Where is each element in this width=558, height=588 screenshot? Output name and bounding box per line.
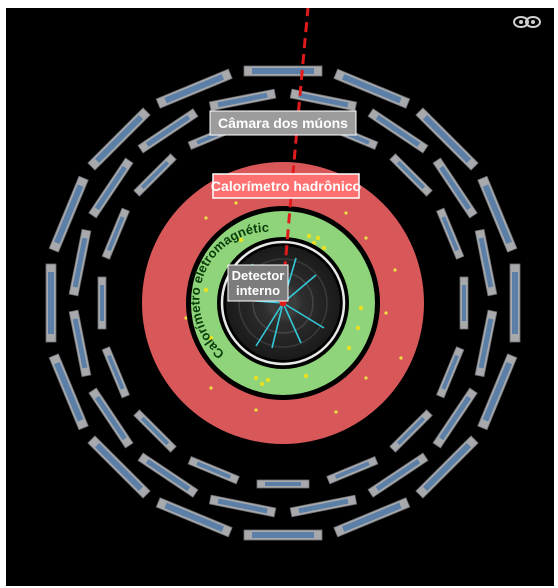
hadronic-calorimeter-label-box bbox=[212, 173, 360, 199]
infinity-eye-icon bbox=[513, 16, 541, 28]
muon-chamber-segment bbox=[474, 309, 498, 378]
energy-deposit-dot bbox=[364, 236, 368, 240]
particle-track bbox=[282, 302, 302, 344]
energy-deposit-dot bbox=[358, 305, 364, 311]
muon-chamber-segment bbox=[243, 529, 323, 541]
muon-chamber-segment bbox=[415, 107, 479, 171]
muon-chamber-segment bbox=[289, 494, 358, 518]
muon-chamber-segment bbox=[367, 108, 429, 154]
muon-chamber-segment bbox=[367, 452, 429, 498]
muon-chamber-label: Câmara dos múons bbox=[218, 115, 348, 131]
energy-deposit-dot bbox=[399, 356, 403, 360]
muon-chamber-segment bbox=[208, 494, 277, 518]
muon-chamber-segment bbox=[436, 346, 465, 399]
muon-chamber-segment bbox=[101, 207, 130, 260]
muon-chamber-segment bbox=[243, 65, 323, 77]
muon-chamber-segment bbox=[87, 107, 151, 171]
muon-chamber-segment bbox=[137, 108, 199, 154]
muon-chamber-label-box bbox=[209, 110, 357, 136]
energy-deposit-dot bbox=[203, 287, 209, 293]
particle-track bbox=[271, 302, 284, 349]
muon-chamber-segment bbox=[459, 276, 469, 330]
muon-chamber-segment bbox=[333, 68, 411, 109]
energy-deposit-dot bbox=[311, 240, 317, 246]
muon-chamber-segment bbox=[133, 153, 177, 197]
muon-chamber-segment bbox=[432, 157, 478, 219]
energy-deposit-dot bbox=[209, 386, 213, 390]
muon-chamber-segment bbox=[389, 153, 433, 197]
energy-deposit-dot bbox=[234, 201, 238, 205]
hadronic-energy-deposits bbox=[184, 201, 403, 414]
muon-chamber-segment bbox=[326, 456, 379, 485]
energy-deposit-dot bbox=[204, 216, 208, 220]
energy-deposit-dot bbox=[253, 375, 259, 381]
energy-deposit-dot bbox=[208, 335, 214, 341]
energy-deposit-dot bbox=[238, 237, 244, 243]
muon-chamber-segment bbox=[256, 479, 310, 489]
energy-deposit-dot bbox=[184, 316, 188, 320]
energy-deposit-dot bbox=[315, 235, 321, 241]
energy-deposit-dot bbox=[346, 345, 352, 351]
muon-chamber-segment bbox=[155, 68, 233, 109]
muon-chamber-segment bbox=[137, 452, 199, 498]
inner-detector-label-box bbox=[227, 264, 289, 302]
muon-chamber-rings bbox=[45, 65, 521, 541]
inner-detector-layer bbox=[238, 258, 328, 348]
muon-chamber-segment bbox=[208, 88, 277, 112]
inner-detector-outer-ring bbox=[220, 240, 346, 366]
muon-chamber-segment bbox=[436, 207, 465, 260]
energy-deposit-dot bbox=[303, 373, 309, 379]
em-energy-deposits bbox=[203, 233, 364, 387]
muon-chamber-segment bbox=[48, 175, 89, 253]
energy-deposit-dot bbox=[334, 410, 338, 414]
muon-chamber-segment bbox=[88, 157, 134, 219]
muon-chamber-segment bbox=[509, 263, 521, 343]
muon-chamber-segment bbox=[289, 88, 358, 112]
inner-detector-label-line2: interno bbox=[236, 283, 280, 298]
muon-chamber-segment bbox=[48, 353, 89, 431]
energy-deposit-dot bbox=[259, 381, 265, 387]
energy-deposit-dot bbox=[265, 377, 271, 383]
energy-deposit-dot bbox=[306, 233, 312, 239]
energy-deposit-dot bbox=[393, 268, 397, 272]
energy-deposit-dot bbox=[344, 211, 348, 215]
muon-chamber-segment bbox=[415, 435, 479, 499]
muon-chamber-segment bbox=[88, 387, 134, 449]
energy-deposit-dot bbox=[364, 376, 368, 380]
muon-chamber-segment bbox=[97, 276, 107, 330]
energy-deposit-dot bbox=[321, 245, 327, 251]
muon-chamber-segment bbox=[101, 346, 130, 399]
detector-event-display: Calorímetro eletromagnético Câmara dos m… bbox=[6, 8, 554, 586]
muon-chamber-segment bbox=[187, 456, 240, 485]
detector-diagram: Calorímetro eletromagnético Câmara dos m… bbox=[6, 8, 541, 541]
muon-chamber-segment bbox=[68, 228, 92, 297]
muon-chamber-segment bbox=[155, 497, 233, 538]
muon-chamber-segment bbox=[389, 409, 433, 453]
energy-deposit-dot bbox=[254, 408, 258, 412]
muon-chamber-segment bbox=[432, 387, 478, 449]
muon-chamber-segment bbox=[474, 228, 498, 297]
muon-chamber-segment bbox=[45, 263, 57, 343]
muon-chamber-segment bbox=[87, 435, 151, 499]
muon-chamber-segment bbox=[68, 309, 92, 378]
particle-track bbox=[255, 302, 284, 347]
muon-chamber-segment bbox=[333, 497, 411, 538]
muon-chamber-segment bbox=[133, 409, 177, 453]
inner-detector-label-line1: Detector bbox=[232, 268, 285, 283]
muon-chamber-segment bbox=[477, 175, 518, 253]
muon-chamber-segment bbox=[477, 353, 518, 431]
hadronic-calorimeter-label: Calorímetro hadrônico bbox=[211, 178, 361, 194]
particle-track bbox=[282, 302, 325, 329]
energy-deposit-dot bbox=[355, 325, 361, 331]
energy-deposit-dot bbox=[384, 311, 388, 315]
